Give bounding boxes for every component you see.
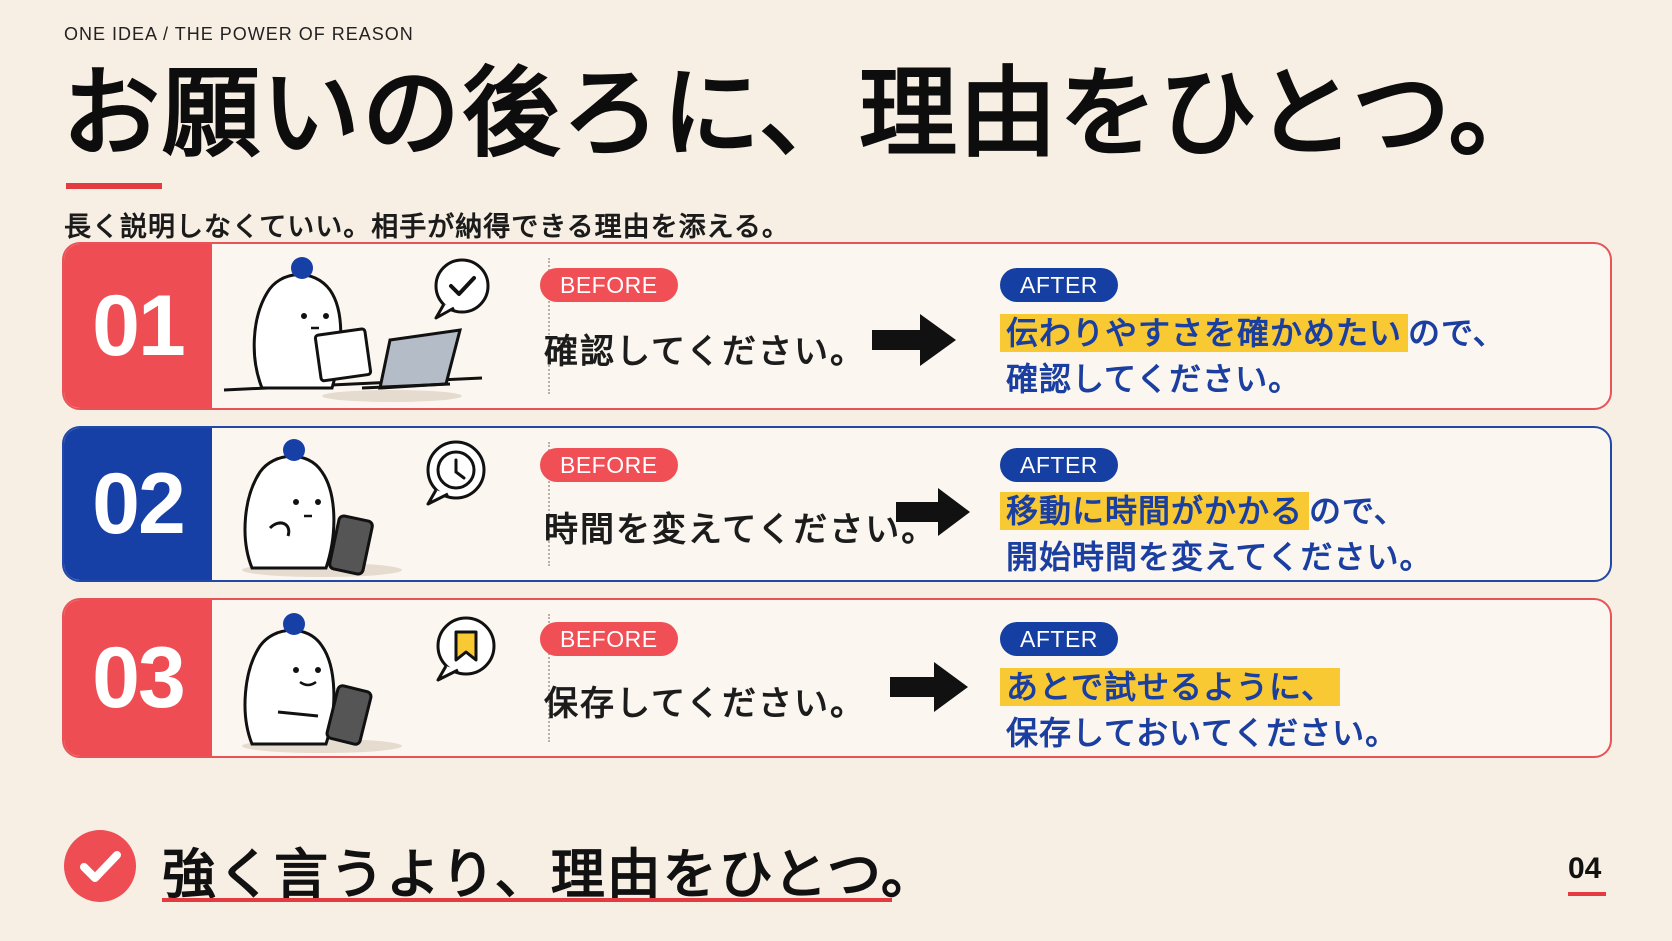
row-number: 01 [64,244,212,408]
row-divider [548,614,550,742]
after-connector: ので、 [1408,314,1506,352]
before-badge: BEFORE [540,622,678,656]
after-text: 移動に時間がかかるので、 開始時間を変えてください。 [1000,488,1432,580]
page-number: 04 [1568,852,1602,885]
page-subtitle: 長く説明しなくていい。相手が納得できる理由を添える。 [64,212,790,243]
before-text: 確認してください。 [544,332,866,372]
before-badge: BEFORE [540,268,678,302]
before-text: 保存してください。 [544,684,866,724]
after-text: 伝わりやすさを確かめたいので、 確認してください。 [1000,310,1506,402]
kicker: ONE IDEA / THE POWER OF REASON [64,24,414,44]
after-badge: AFTER [1000,268,1118,302]
before-text: 時間を変えてください。 [544,510,938,550]
after-connector: ので、 [1309,492,1407,530]
after-line-2: 確認してください。 [1006,360,1302,398]
row-divider [548,258,550,394]
page-title: お願いの後ろに、理由をひとつ。 [62,57,1549,171]
after-badge: AFTER [1000,448,1118,482]
after-badge: AFTER [1000,622,1118,656]
arrow-right-icon [896,488,970,536]
before-badge: BEFORE [540,448,678,482]
after-line-2: 保存しておいてください。 [1006,714,1399,752]
after-line-2: 開始時間を変えてください。 [1006,538,1433,576]
arrow-right-icon [890,662,968,712]
example-row-2: 02 BEFORE 時間を変えてください。 AFTER 移動に時間がかかるので、… [62,426,1612,582]
row-divider [548,442,550,566]
example-row-1: 01 BEFORE 確認してください。 AFTER 伝わりやすさを確かめたいので… [62,242,1612,410]
after-text: あとで試せるように、 保存しておいてください。 [1000,664,1398,756]
conclusion-text: 強く言うより、理由をひとつ。 [162,843,937,906]
title-underline [66,183,162,189]
reason-highlight: あとで試せるように、 [1000,668,1341,706]
arrow-right-icon [872,314,956,366]
check-circle-icon [64,830,136,902]
person-phone-bookmark-illustration [242,613,496,753]
page-number-underline [1568,892,1606,896]
person-laptop-illustration [223,257,490,402]
conclusion-underline [162,898,892,902]
reason-highlight: 伝わりやすさを確かめたい [1000,314,1409,352]
reason-highlight: 移動に時間がかかる [1000,492,1310,530]
example-row-3: 03 BEFORE 保存してください。 AFTER あとで試せるように、 保存し… [62,598,1612,758]
row-number: 02 [64,428,212,580]
person-phone-clock-illustration [242,439,486,577]
row-number: 03 [64,600,212,756]
